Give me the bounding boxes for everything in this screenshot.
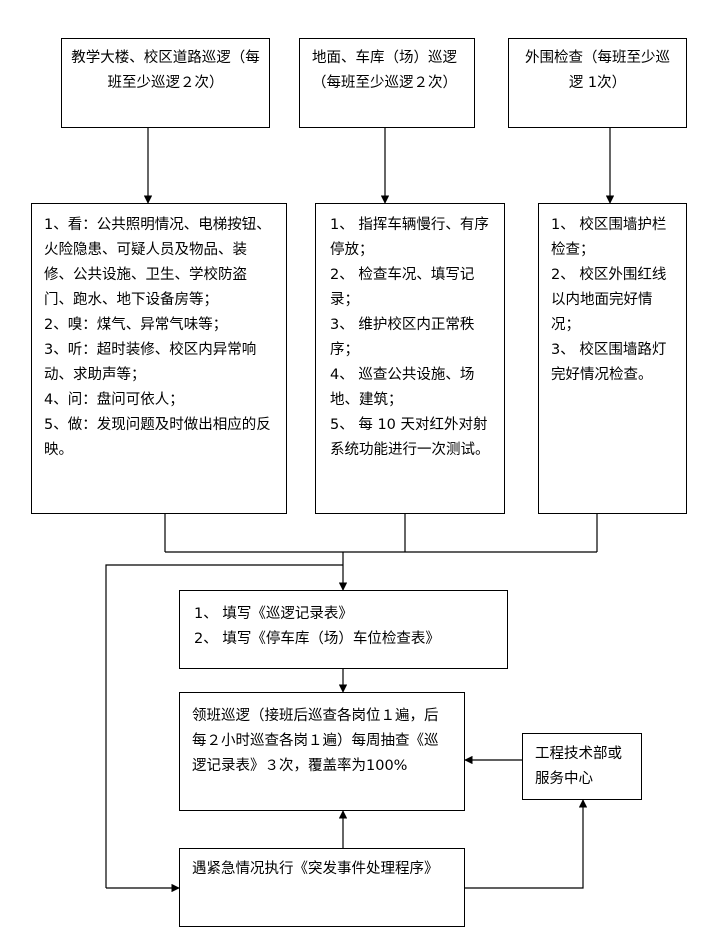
box-garage-patrol: 地面、车库（场）巡逻（每班至少巡逻２次） <box>299 38 475 128</box>
list-item: 2、嗅：煤气、异常气味等； <box>44 317 228 333</box>
list-item: 5、 每 10 天对红外对射系统功能进行一次测试。 <box>330 417 490 458</box>
box-engineering: 工程技术部或服务中心 <box>522 733 642 800</box>
box-fill-records: 1、 填写《巡逻记录表》 2、 填写《停车库（场）车位检查表》 <box>179 590 508 669</box>
leader-patrol-text: 领班巡逻（接班后巡查各岗位１遍，后每２小时巡查各岗１遍）每周抽查《巡逻记录表》３… <box>192 708 439 774</box>
list-item: 2、 检查车况、填写记录； <box>330 267 475 308</box>
loop-line <box>105 564 343 888</box>
box-leader-patrol: 领班巡逻（接班后巡查各岗位１遍，后每２小时巡查各岗１遍）每周抽查《巡逻记录表》３… <box>179 692 465 811</box>
list-item: 1、 指挥车辆慢行、有序停放； <box>330 217 489 258</box>
box-perimeter-check: 外围检查（每班至少巡逻 1次） <box>508 38 687 128</box>
list-item: 1、看：公共照明情况、电梯按钮、火险隐患、可疑人员及物品、装修、公共设施、卫生、… <box>44 217 271 308</box>
records-item: 1、 填写《巡逻记录表》 <box>194 606 353 622</box>
list-item: 4、 巡查公共设施、场地、建筑； <box>330 367 475 408</box>
list-item: 3、听：超时装修、校区内异常响动、求助声等； <box>44 342 257 383</box>
box-perimeter-list: 1、 校区围墙护栏检查； 2、 校区外围红线以内地面完好情况； 3、 校区围墙路… <box>538 203 687 514</box>
list-item: 1、 校区围墙护栏检查； <box>551 217 667 258</box>
box-garage-list: 1、 指挥车辆慢行、有序停放； 2、 检查车况、填写记录； 3、 维护校区内正常… <box>315 203 505 514</box>
emergency-text: 遇紧急情况执行《突发事件处理程序》 <box>192 861 439 877</box>
box-emergency: 遇紧急情况执行《突发事件处理程序》 <box>179 848 465 927</box>
perimeter-check-title: 外围检查（每班至少巡逻 1次） <box>525 50 670 91</box>
engineering-text: 工程技术部或服务中心 <box>535 746 622 787</box>
records-item: 2、 填写《停车库（场）车位检查表》 <box>194 631 440 647</box>
list-item: 2、 校区外围红线以内地面完好情况； <box>551 267 667 333</box>
box-building-patrol: 教学大楼、校区道路巡逻（每班至少巡逻２次） <box>61 38 270 128</box>
emergency-to-engineering-line <box>464 799 588 889</box>
list-item: 3、 维护校区内正常秩序； <box>330 317 475 358</box>
garage-patrol-title: 地面、车库（场）巡逻（每班至少巡逻２次） <box>312 50 457 91</box>
list-item: 4、问：盘问可依人； <box>44 392 184 408</box>
building-patrol-title: 教学大楼、校区道路巡逻（每班至少巡逻２次） <box>71 50 260 91</box>
box-building-list: 1、看：公共照明情况、电梯按钮、火险隐患、可疑人员及物品、装修、公共设施、卫生、… <box>31 203 287 514</box>
list-item: 5、做：发现问题及时做出相应的反映。 <box>44 417 271 458</box>
list-item: 3、 校区围墙路灯完好情况检查。 <box>551 342 667 383</box>
